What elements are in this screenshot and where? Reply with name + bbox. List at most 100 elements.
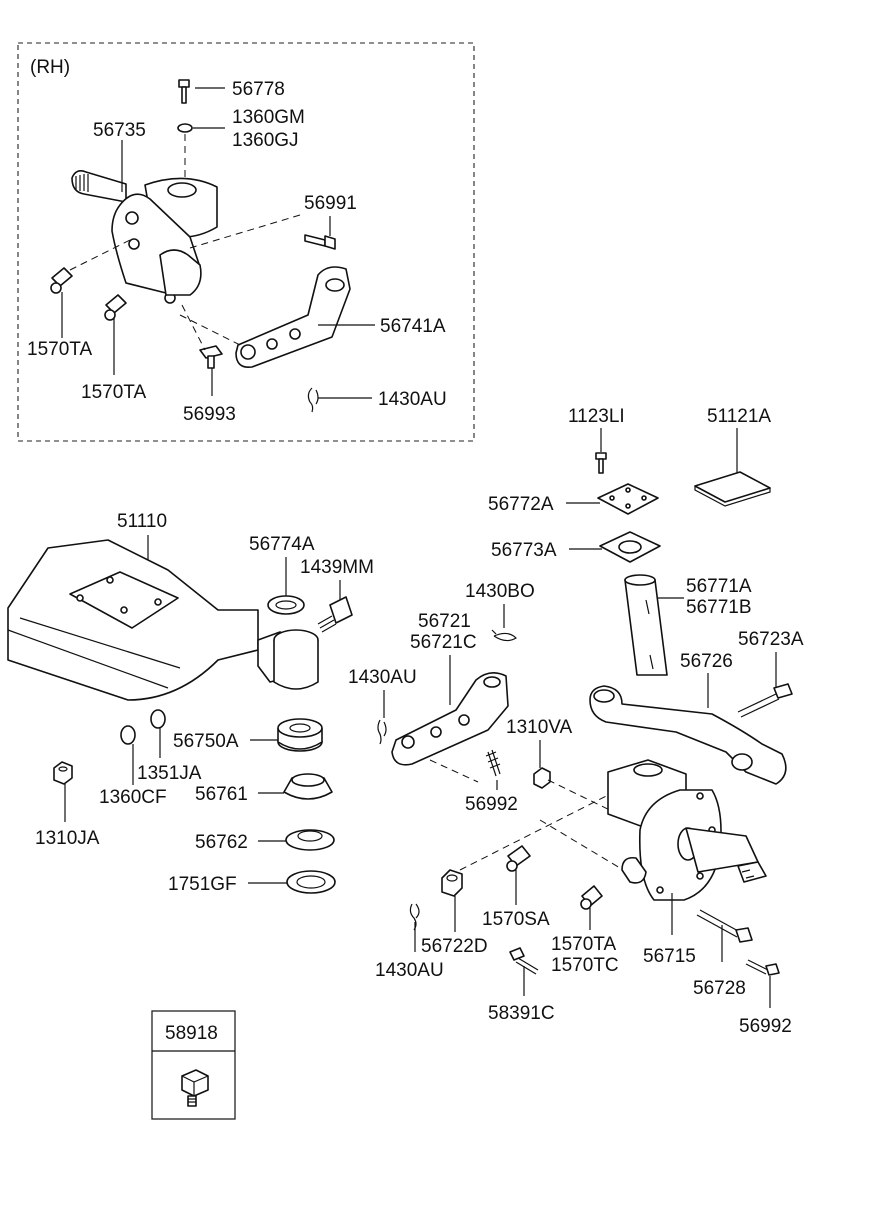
label-1570sa[interactable]: 1570SA [482, 909, 550, 930]
pin-1439mm-drawing [317, 596, 353, 633]
nut-56722d-drawing [441, 869, 463, 897]
label-56722d[interactable]: 56722D [421, 936, 488, 957]
fitting-1570ta-a-drawing [50, 267, 73, 294]
label-58918[interactable]: 58918 [165, 1023, 218, 1044]
bushing-56750a-drawing [277, 718, 323, 752]
bushing-56761-drawing [283, 773, 333, 800]
plate-56773a-hole [618, 540, 642, 554]
plate-56772a-drawing [597, 483, 659, 515]
bolt-1123li-drawing [595, 452, 607, 474]
label-56721c[interactable]: 56721C [410, 632, 477, 653]
kingpin-stack-group: 1123LI 51121A 56772A 56773A 56771A 56771… [488, 406, 771, 676]
label-1430au-b[interactable]: 1430AU [375, 960, 444, 981]
label-1310ja[interactable]: 1310JA [35, 828, 100, 849]
plate-56772a-hole-2 [625, 487, 631, 493]
label-1351ja[interactable]: 1351JA [137, 763, 202, 784]
bolt-58391c-drawing [509, 947, 539, 975]
label-56991[interactable]: 56991 [304, 193, 357, 214]
bolt-56992-b-drawing [745, 959, 780, 976]
label-1430au-inset[interactable]: 1430AU [378, 389, 447, 410]
label-51121a[interactable]: 51121A [707, 406, 771, 427]
plate-56772a-hole-3 [641, 495, 647, 501]
label-1430bo[interactable]: 1430BO [465, 581, 535, 602]
washer-56774a-hole [275, 600, 297, 610]
label-58391c[interactable]: 58391C [488, 1003, 555, 1024]
washer-56762-drawing [285, 829, 335, 851]
plate-51121a-drawing [694, 471, 771, 503]
dash-guide-main-4 [459, 779, 639, 871]
washer-1360cf-drawing [120, 725, 136, 745]
dash-guide-main-1 [429, 759, 479, 783]
rh-inset-group: (RH) 56778 1360GM 1360GJ 56735 [17, 42, 475, 442]
fitting-1570sa-drawing [506, 845, 531, 872]
label-56774a[interactable]: 56774A [249, 534, 315, 555]
label-56992-a[interactable]: 56992 [465, 794, 518, 815]
arm-56726-drawing [589, 685, 787, 785]
label-56762[interactable]: 56762 [195, 832, 248, 853]
label-1310va[interactable]: 1310VA [506, 717, 573, 738]
label-1360gj[interactable]: 1360GJ [232, 130, 299, 151]
label-1430au-a[interactable]: 1430AU [348, 667, 417, 688]
fitting-58918-drawing [181, 1069, 209, 1107]
knuckle-56735-drawing [71, 170, 218, 304]
label-1360gm[interactable]: 1360GM [232, 107, 305, 128]
steering-arm-group: 1430BO 56721 56721C 1430AU 56992 1310VA … [348, 581, 804, 871]
label-56771b[interactable]: 56771B [686, 597, 752, 618]
label-56735[interactable]: 56735 [93, 120, 146, 141]
washer-1751gf-drawing [286, 870, 336, 894]
label-56761[interactable]: 56761 [195, 784, 248, 805]
fitting-1570ta-b-drawing [104, 294, 127, 321]
plate-51121a-edge [694, 486, 771, 507]
label-56721[interactable]: 56721 [418, 611, 471, 632]
label-56741a[interactable]: 56741A [380, 316, 446, 337]
plate-56772a-hole-1 [609, 495, 615, 501]
label-56723a[interactable]: 56723A [738, 629, 804, 650]
plate-56772a-hole-4 [625, 503, 631, 509]
label-56726[interactable]: 56726 [680, 651, 733, 672]
washer-1360gm-drawing [177, 123, 193, 133]
label-1570ta-c[interactable]: 1570TA [551, 934, 616, 955]
bolt-56723a-drawing [737, 683, 793, 718]
label-56715[interactable]: 56715 [643, 946, 696, 967]
label-56728[interactable]: 56728 [693, 978, 746, 999]
label-1570tc[interactable]: 1570TC [551, 955, 619, 976]
label-1123li[interactable]: 1123LI [568, 406, 625, 427]
label-56778[interactable]: 56778 [232, 79, 285, 100]
pin-1430au-b-drawing [409, 903, 420, 931]
bolt-56992-a-drawing [485, 749, 501, 777]
label-1751gf[interactable]: 1751GF [168, 874, 237, 895]
pin-1430au-a-drawing [377, 719, 387, 745]
nut-1310va-drawing [533, 767, 551, 789]
pin-1430bo-drawing [491, 629, 517, 642]
label-51110[interactable]: 51110 [117, 511, 167, 532]
label-56750a[interactable]: 56750A [173, 731, 239, 752]
knuckle-56715-group: 56715 56722D 1570SA 1430AU 1570TA 1570TC [375, 759, 792, 1037]
dash-guide-main-3 [539, 819, 621, 869]
crossmember-group: 51110 56774A 1439MM 56750A [7, 511, 374, 895]
bolt-56991-drawing [304, 234, 336, 250]
pin-1430au-inset-drawing [307, 387, 319, 413]
bolt-56993-drawing [199, 345, 223, 369]
label-1439mm[interactable]: 1439MM [300, 557, 374, 578]
kingpin-56771a-drawing [624, 574, 668, 676]
washer-1351ja-drawing [150, 709, 166, 729]
bolt-56728-drawing [696, 909, 753, 943]
label-56992-b[interactable]: 56992 [739, 1016, 792, 1037]
label-1360cf[interactable]: 1360CF [99, 787, 167, 808]
label-1570ta-a[interactable]: 1570TA [27, 339, 92, 360]
legend-box-58918: 58918 [151, 1010, 236, 1120]
knuckle-56715-drawing [607, 759, 767, 901]
rh-inset-frame [17, 42, 475, 442]
label-56772a[interactable]: 56772A [488, 494, 554, 515]
dash-guide-inset-5 [181, 304, 206, 351]
fitting-1570ta-c-drawing [580, 885, 603, 910]
label-56771a[interactable]: 56771A [686, 576, 752, 597]
washer-56774a-drawing [267, 595, 305, 615]
label-1570ta-b[interactable]: 1570TA [81, 382, 146, 403]
label-56773a[interactable]: 56773A [491, 540, 557, 561]
crossmember-51110-drawing [7, 539, 319, 701]
label-56993[interactable]: 56993 [183, 404, 236, 425]
bolt-56778-drawing [178, 79, 190, 104]
nut-1310ja-drawing [53, 761, 73, 785]
